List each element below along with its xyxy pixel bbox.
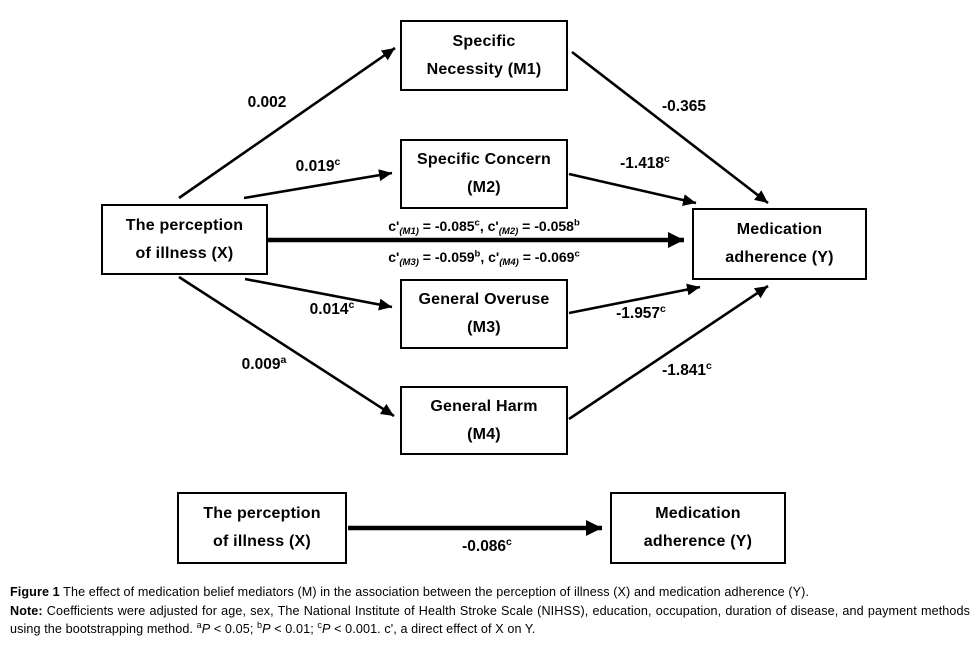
box-medication-adherence-y: Medication adherence (Y): [692, 208, 867, 280]
box-label-line: The perception: [125, 216, 244, 234]
figure-number-label: Figure 1: [10, 585, 60, 599]
sig-c-p: P: [322, 622, 331, 636]
direct-effect-label-row2: c'(M3) = -0.059b, c'(M4) = -0.069c: [388, 248, 580, 268]
box-total-perception-of-illness-x: The perception of illness (X): [177, 492, 347, 564]
box-label-line: Specific Concern: [417, 151, 551, 168]
sig-b-tail: < 0.01;: [270, 622, 318, 636]
box-label-line: (M2): [467, 179, 501, 196]
arrow-x-to-m4: [178, 275, 395, 418]
box-label-line: Medication: [655, 505, 741, 522]
coef-x-to-y-total: -0.086c: [462, 535, 512, 555]
direct-effect-label-row1: c'(M1) = -0.085c, c'(M2) = -0.058b: [388, 217, 580, 237]
box-specific-concern-m2: Specific Concern (M2): [400, 139, 568, 209]
box-label-line: adherence (Y): [725, 249, 834, 266]
box-label-line: of illness (X): [135, 244, 234, 262]
coef-m1-to-y: -0.365: [662, 98, 706, 115]
box-label-line: General Harm: [430, 397, 538, 415]
sig-c-tail: < 0.001. c', a direct effect of X on Y.: [330, 622, 536, 636]
coef-m4-to-y: -1.841c: [662, 359, 712, 379]
caption-figure-line: Figure 1 The effect of medication belief…: [10, 583, 970, 602]
box-label-line: adherence (Y): [643, 533, 753, 550]
sig-a-p: P: [201, 622, 211, 636]
sig-b-p: P: [262, 622, 271, 636]
arrow-m1-to-y: [571, 50, 769, 205]
box-general-harm-m4: General Harm (M4): [400, 386, 568, 455]
box-label-line: Specific: [452, 32, 516, 50]
coef-x-to-m2: 0.019c: [295, 155, 341, 175]
note-text: Coefficients were adjusted for age, sex,…: [10, 603, 970, 637]
figure-caption: Figure 1 The effect of medication belief…: [10, 583, 970, 639]
coef-m3-to-y: -1.957c: [616, 302, 666, 322]
coef-m2-to-y: -1.418c: [620, 152, 670, 172]
box-label-line: Necessity (M1): [426, 60, 542, 78]
arrow-x-to-m1: [178, 46, 396, 200]
box-label-line: of illness (X): [213, 533, 311, 550]
arrow-m3-to-y: [568, 283, 701, 315]
box-label-line: Medication: [736, 221, 823, 238]
note-label: Note:: [10, 603, 43, 618]
box-general-overuse-m3: General Overuse (M3): [400, 279, 568, 349]
arrow-m4-to-y: [568, 284, 769, 421]
box-specific-necessity-m1: Specific Necessity (M1): [400, 20, 568, 91]
coef-x-to-m4: 0.009a: [241, 353, 287, 373]
coef-x-to-m3: 0.014c: [309, 298, 355, 318]
sig-c-sup: c: [317, 619, 322, 630]
box-perception-of-illness-x: The perception of illness (X): [101, 204, 268, 275]
sig-a-sup: a: [196, 619, 202, 630]
box-label-line: General Overuse: [418, 291, 550, 308]
coef-x-to-m1: 0.002: [247, 94, 287, 111]
box-label-line: (M4): [467, 425, 501, 443]
box-total-medication-adherence-y: Medication adherence (Y): [610, 492, 786, 564]
arrow-m2-to-y: [568, 172, 697, 206]
figure-title-text: The effect of medication belief mediator…: [59, 585, 810, 599]
sig-a-tail: < 0.05;: [210, 622, 258, 636]
caption-note-line: Note: Coefficients were adjusted for age…: [10, 602, 970, 639]
box-label-line: The perception: [203, 505, 321, 522]
box-label-line: (M3): [467, 319, 501, 336]
sig-b-sup: b: [257, 619, 263, 630]
arrow-x-to-m2: [243, 169, 393, 200]
arrow-x-to-m3: [244, 277, 393, 311]
